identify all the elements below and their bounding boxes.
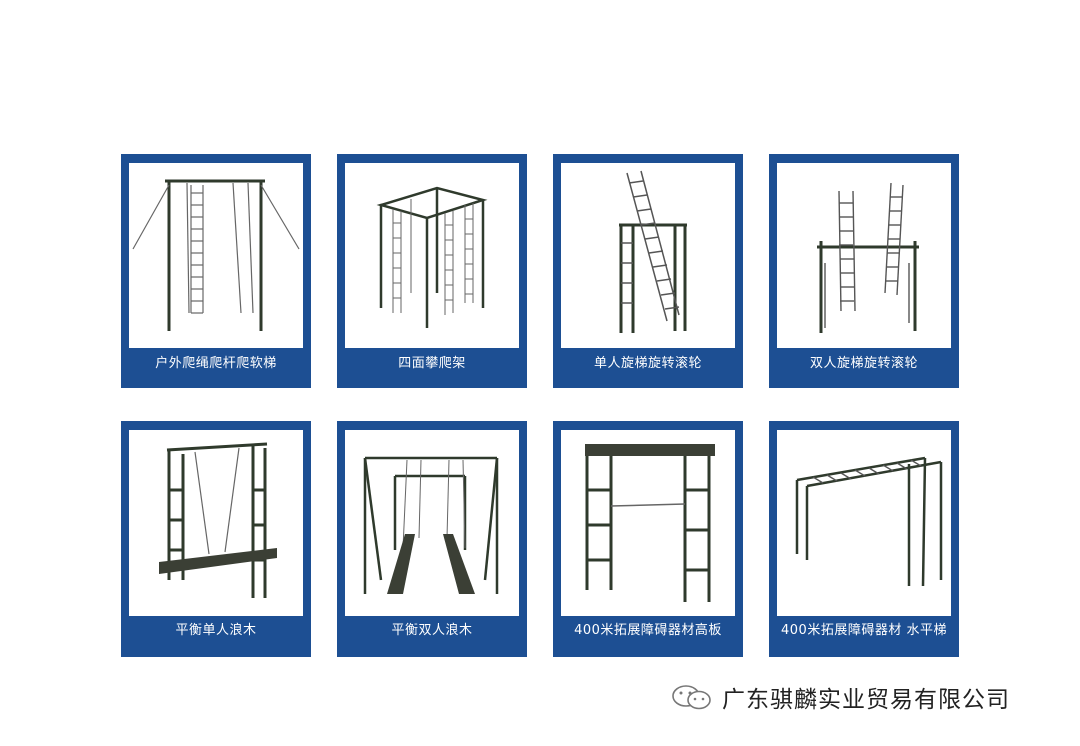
product-label: 400米拓展障碍器材 水平梯 <box>781 623 947 638</box>
four-side-climbing-frame-icon <box>345 163 519 348</box>
single-balance-swing-log-icon <box>129 430 303 616</box>
product-label: 户外爬绳爬杆爬软梯 <box>155 356 277 371</box>
product-card-double-rotating-ladder[interactable]: 双人旋梯旋转滚轮 <box>769 154 959 388</box>
product-card-four-side-climbing-frame[interactable]: 四面攀爬架 <box>337 154 527 388</box>
product-label: 平衡双人浪木 <box>391 623 473 638</box>
horizontal-ladder-icon <box>777 430 951 616</box>
product-label: 400米拓展障碍器材高板 <box>574 623 722 638</box>
product-card-double-balance-swing-log[interactable]: 平衡双人浪木 <box>337 421 527 657</box>
outdoor-rope-ladder-icon <box>129 163 303 348</box>
high-board-obstacle-icon <box>561 430 735 616</box>
product-label: 单人旋梯旋转滚轮 <box>593 356 702 371</box>
company-watermark: 广东骐麟实业贸易有限公司 <box>670 680 1010 714</box>
product-card-horizontal-ladder[interactable]: 400米拓展障碍器材 水平梯 <box>769 421 959 657</box>
wechat-official-account-icon <box>672 685 711 710</box>
product-label: 四面攀爬架 <box>398 356 466 371</box>
product-label: 双人旋梯旋转滚轮 <box>809 356 918 371</box>
product-card-high-board-obstacle[interactable]: 400米拓展障碍器材高板 <box>553 421 743 657</box>
double-rotating-ladder-icon <box>777 163 951 348</box>
single-rotating-ladder-icon <box>561 163 735 348</box>
product-card-single-balance-swing-log[interactable]: 平衡单人浪木 <box>121 421 311 657</box>
product-card-single-rotating-ladder[interactable]: 单人旋梯旋转滚轮 <box>553 154 743 388</box>
product-label: 平衡单人浪木 <box>175 623 257 638</box>
company-name: 广东骐麟实业贸易有限公司 <box>722 687 1010 713</box>
double-balance-swing-log-icon <box>345 430 519 616</box>
product-card-outdoor-rope-ladder[interactable]: 户外爬绳爬杆爬软梯 <box>121 154 311 388</box>
